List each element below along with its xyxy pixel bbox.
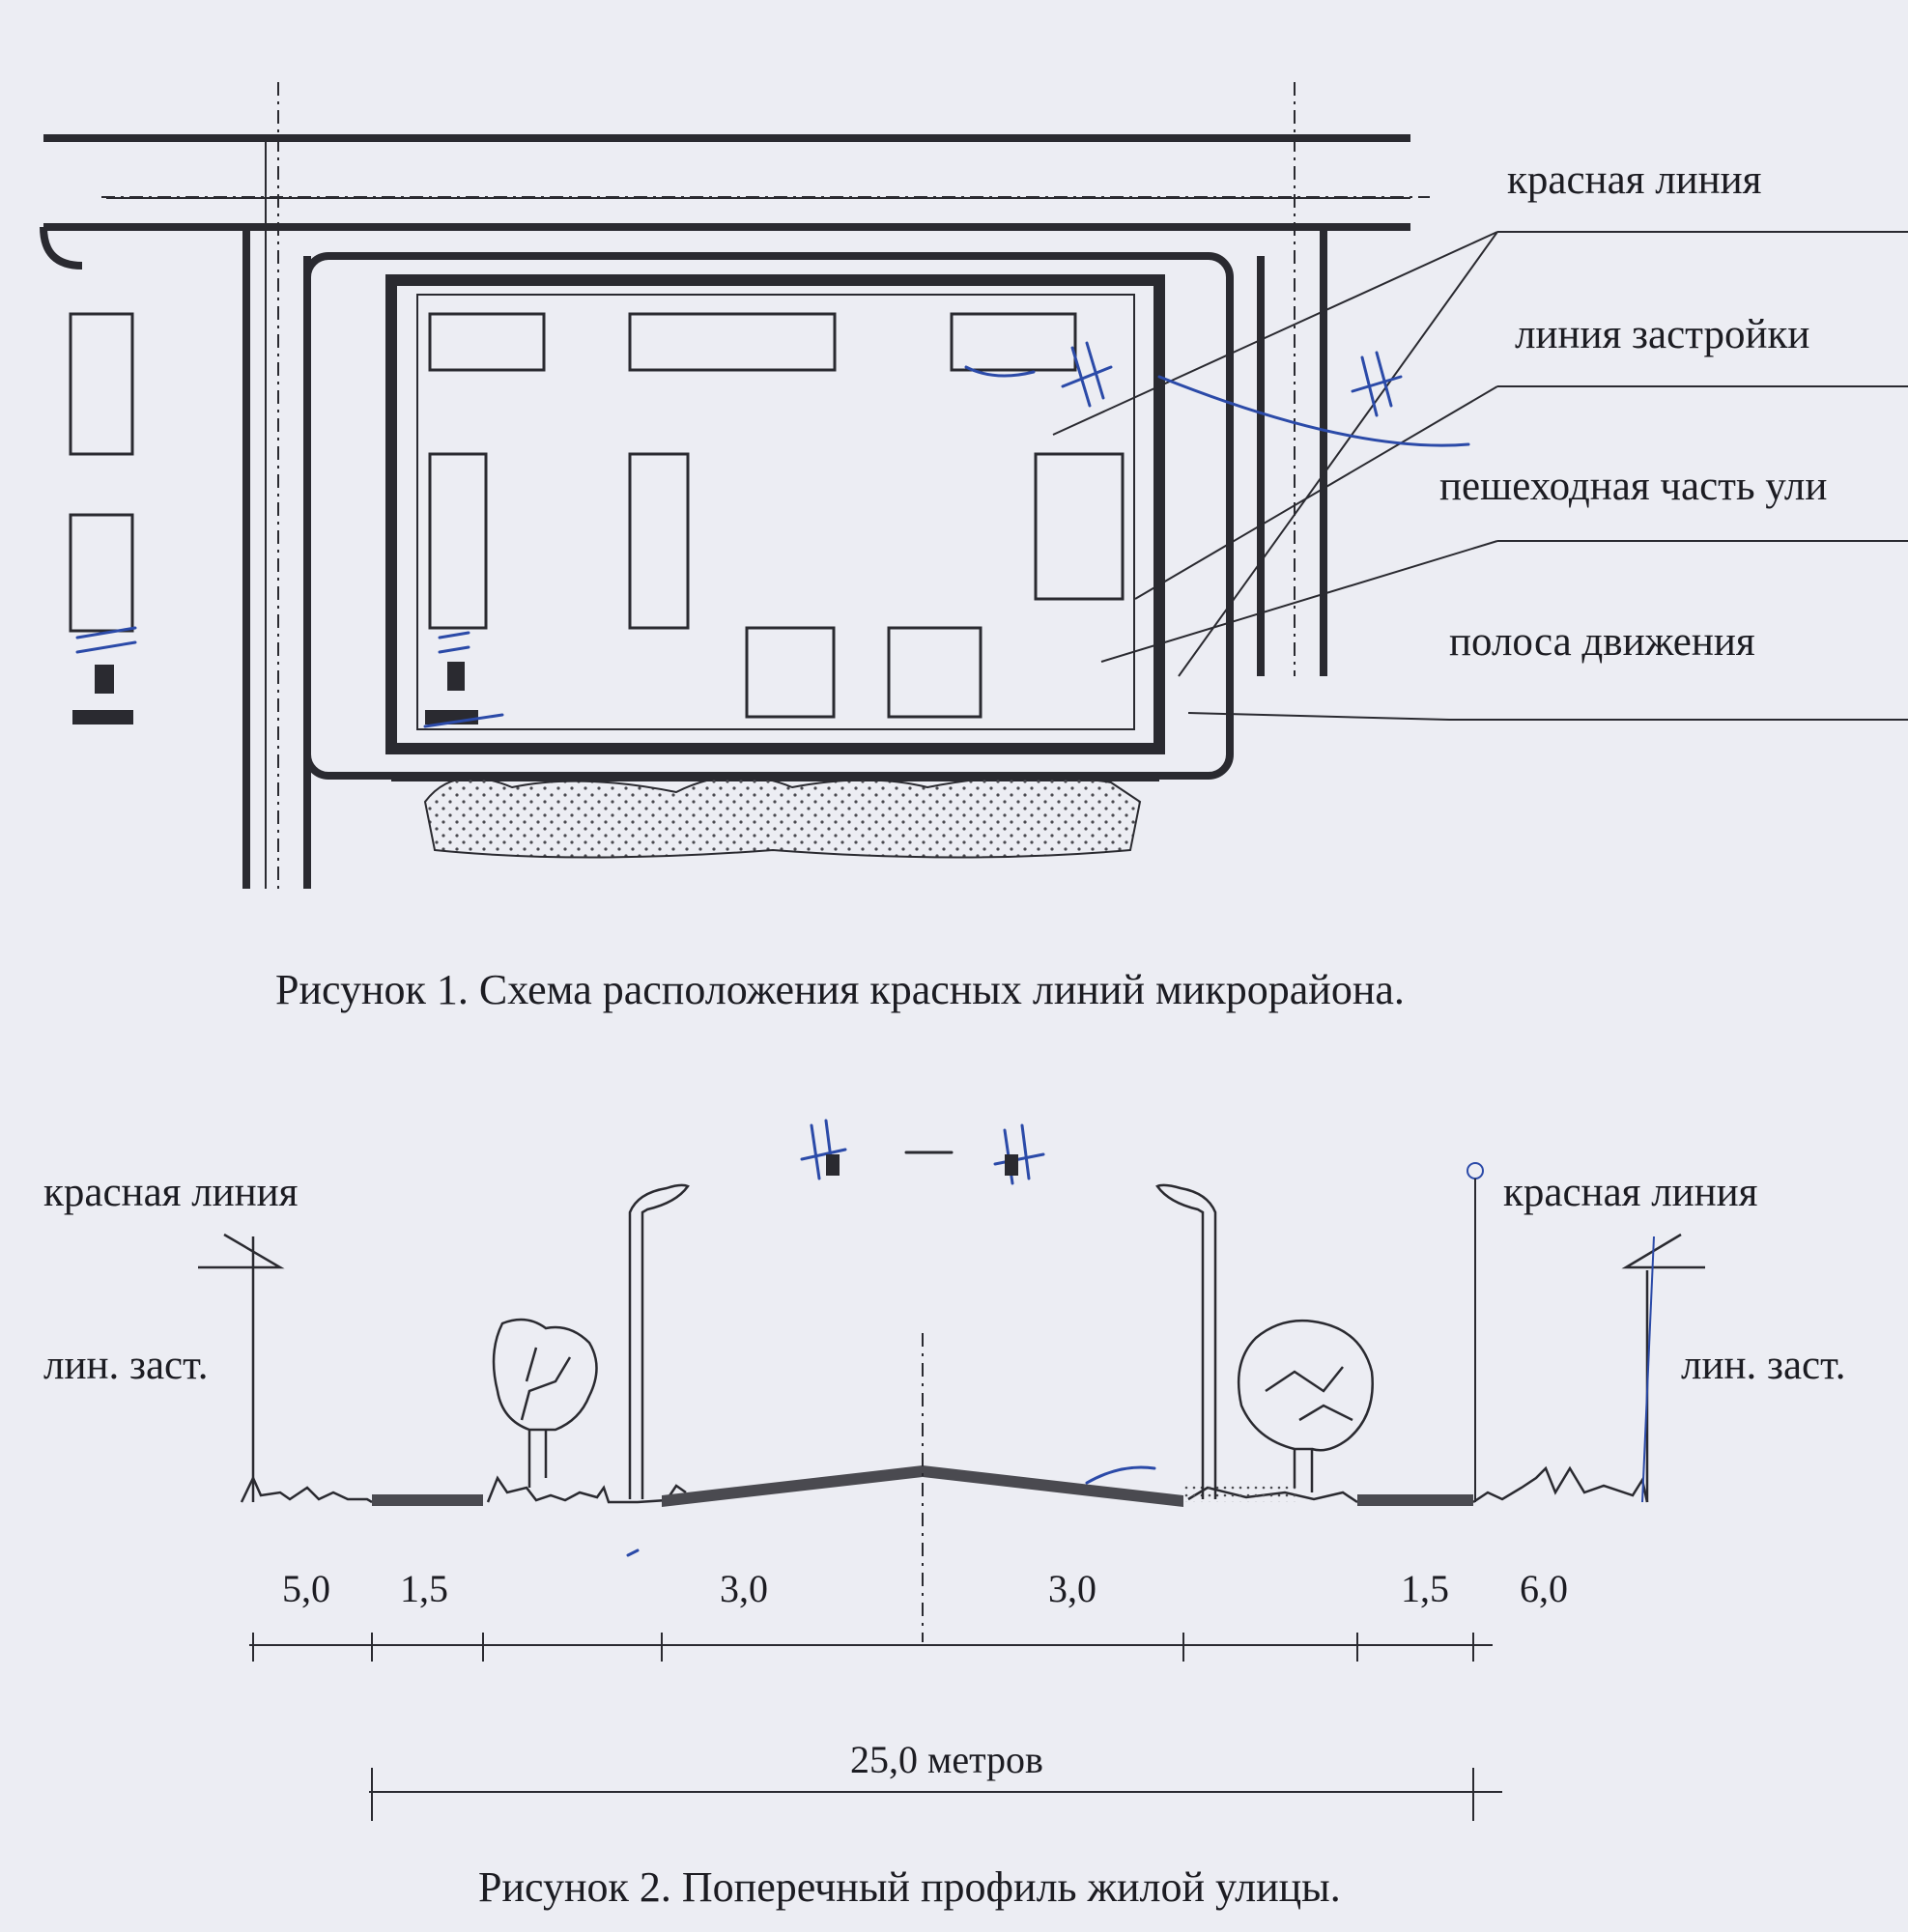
sidewalk-right: [1357, 1494, 1473, 1506]
label-building-line: линия застройки: [1515, 312, 1810, 357]
label-building-line-left: лин. заст.: [43, 1343, 209, 1388]
lamp-post-left: [628, 1183, 690, 1499]
block-boundaries: [303, 252, 1234, 780]
label-building-line-right: лин. заст.: [1681, 1343, 1846, 1388]
red-line-marker-right: [1621, 1233, 1705, 1269]
pencil-annotations-fig2: [626, 1119, 1156, 1557]
horizontal-street: [43, 134, 1430, 231]
tree-left: [492, 1318, 598, 1488]
leader-lines: [1052, 231, 1908, 721]
dim-3-0-left: 3,0: [720, 1567, 768, 1610]
dimension-lines: [249, 1633, 1502, 1821]
label-red-line: красная линия: [1507, 157, 1762, 203]
transformer-mark: [447, 662, 465, 691]
dim-1-5-right: 1,5: [1401, 1567, 1449, 1610]
southern-block: [303, 774, 1159, 889]
dim-total-width: 25,0 метров: [850, 1738, 1043, 1781]
dim-6-0: 6,0: [1520, 1567, 1568, 1610]
dim-5-0: 5,0: [282, 1567, 330, 1610]
ground-profile: [240, 1465, 1649, 1504]
left-block-buildings: [40, 226, 134, 724]
vertical-street-left: [242, 82, 311, 889]
microdistrict-plan: [40, 82, 1908, 889]
shoulder-dotted: [1183, 1483, 1299, 1502]
sidewalk-left: [372, 1494, 483, 1506]
tree-right: [1237, 1319, 1374, 1492]
pencil-annotations-fig1: [75, 341, 1470, 728]
label-pedestrian-part: пешеходная часть ули: [1439, 464, 1828, 509]
buildings: [428, 312, 1125, 719]
label-red-line-right: красная линия: [1503, 1170, 1758, 1215]
lamp-post-right: [1155, 1183, 1217, 1499]
street-cross-section: [198, 1119, 1705, 1821]
figure2-caption: Рисунок 2. Поперечный профиль жилой улиц…: [478, 1863, 1341, 1911]
dim-1-5-left: 1,5: [400, 1567, 448, 1610]
figure1-caption: Рисунок 1. Схема расположения красных ли…: [275, 966, 1405, 1013]
dim-3-0-right: 3,0: [1048, 1567, 1096, 1610]
red-line-marker-left: [198, 1233, 285, 1269]
vertical-street-right: [1257, 82, 1327, 676]
label-red-line-left: красная линия: [43, 1170, 299, 1215]
label-traffic-lane: полоса движения: [1449, 619, 1755, 665]
